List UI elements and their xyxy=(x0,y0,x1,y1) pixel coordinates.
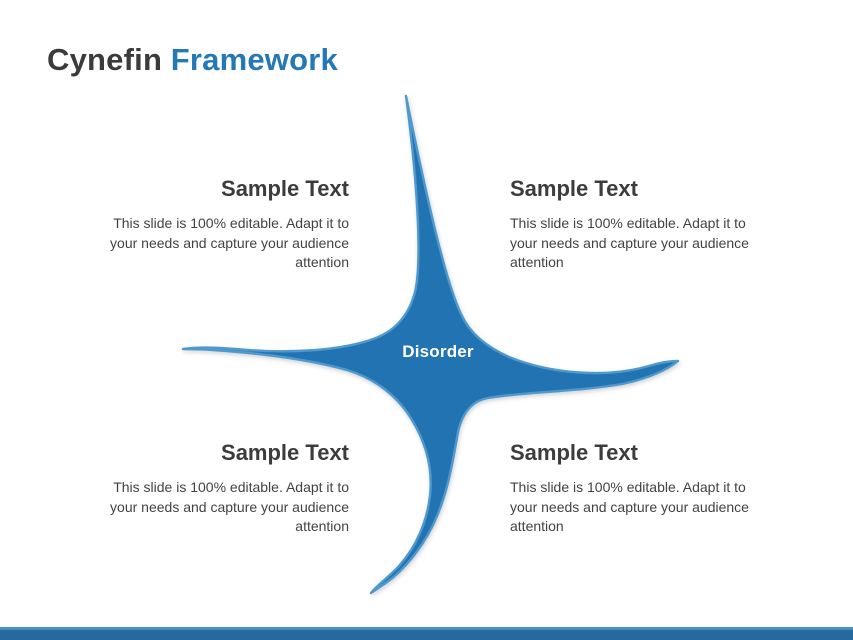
quadrant-body: This slide is 100% editable. Adapt it to… xyxy=(510,479,749,535)
quadrant-heading: Sample Text xyxy=(221,440,349,465)
slide-title-part1: Cynefin xyxy=(47,42,163,77)
quadrant-heading: Sample Text xyxy=(510,176,638,201)
quadrant-bottom-right: Sample Text This slide is 100% editable.… xyxy=(510,440,772,537)
quadrant-heading: Sample Text xyxy=(221,176,349,201)
quadrant-top-left: Sample Text This slide is 100% editable.… xyxy=(87,176,349,273)
slide-title-part2: Framework xyxy=(170,42,338,77)
quadrant-top-right: Sample Text This slide is 100% editable.… xyxy=(510,176,772,273)
disorder-label: Disorder xyxy=(402,342,474,361)
quadrant-body: This slide is 100% editable. Adapt it to… xyxy=(110,215,349,271)
quadrant-body: This slide is 100% editable. Adapt it to… xyxy=(510,215,749,271)
footer-accent-bar xyxy=(0,627,853,640)
quadrant-bottom-left: Sample Text This slide is 100% editable.… xyxy=(87,440,349,537)
quadrant-heading: Sample Text xyxy=(510,440,638,465)
quadrant-body: This slide is 100% editable. Adapt it to… xyxy=(110,479,349,535)
